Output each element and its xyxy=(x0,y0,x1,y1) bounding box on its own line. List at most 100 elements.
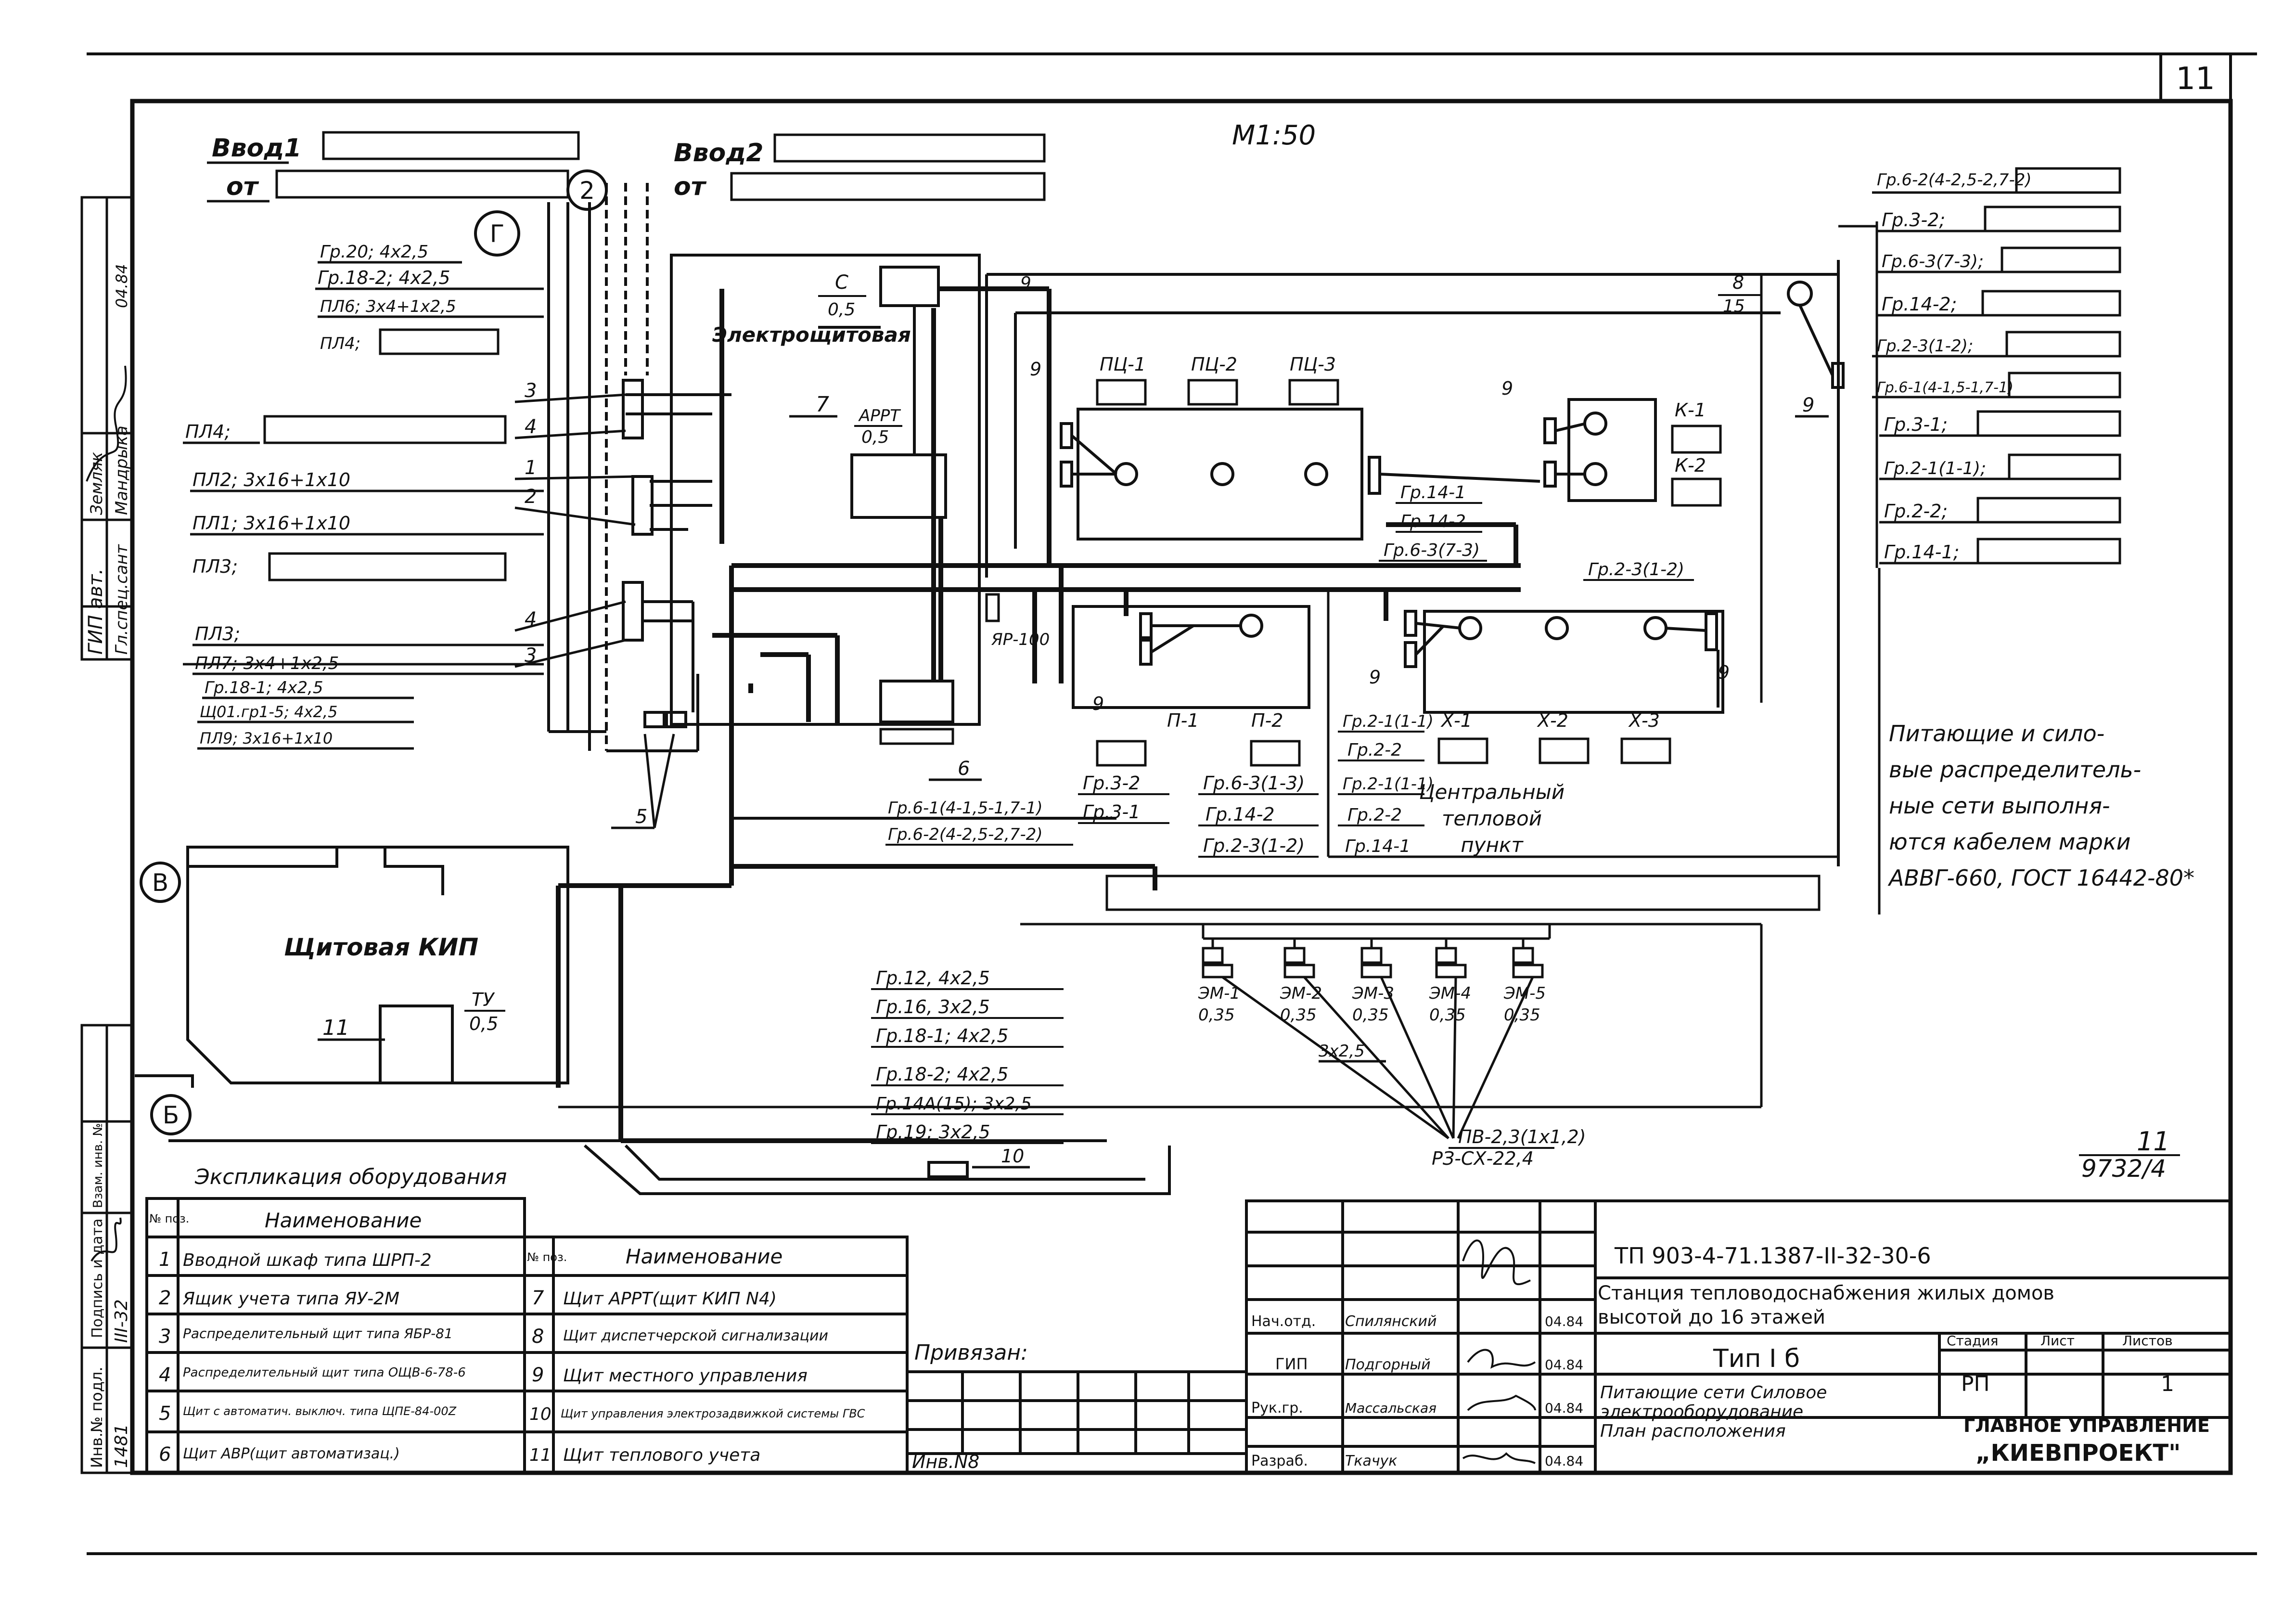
side-inv-podl: Инв.№ подл. xyxy=(88,1366,106,1468)
electro-room xyxy=(670,254,1000,745)
exp-colpos-r: № поз. xyxy=(527,1250,567,1264)
left-group-8: ПЛ3; xyxy=(195,623,240,644)
axis-v: В xyxy=(152,869,168,897)
label-8-top: 8 xyxy=(1732,272,1744,293)
right-group-4: Гр.2-3(1-2); xyxy=(1877,336,1973,356)
left-group-6: ПЛ1; 3х16+1х10 xyxy=(192,513,350,534)
stamp-role-1: ГИП xyxy=(1275,1355,1308,1373)
stamp-stage: РП xyxy=(1961,1372,1990,1396)
gr3-2: Гр.3-2 xyxy=(1083,773,1140,794)
title-block xyxy=(907,1199,2232,1474)
num-10: 10 xyxy=(1001,1146,1024,1167)
right-group-0: Гр.6-2(4-2,5-2,7-2) xyxy=(1877,170,2032,190)
label-p1: П-1 xyxy=(1167,710,1199,731)
side-glspec: Гл.спец.сант xyxy=(112,544,131,655)
upper-equipment-room xyxy=(558,273,1840,1108)
num-2: 2 xyxy=(525,486,537,508)
gr14-2a: Гр.14-2 xyxy=(1400,512,1466,531)
exp-l4-name: Щит с автоматич. выключ. типа ЩПЕ-84-00Z xyxy=(183,1404,457,1418)
right-group-5: Гр.6-1(4-1,5-1,7-1) xyxy=(1877,379,2014,396)
note: Питающие и сило- вые распределитель- ные… xyxy=(1887,721,2194,891)
inner-group-labels: Гр.14-1 Гр.14-2 Гр.6-3(7-3) Гр.2-3(1-2) … xyxy=(888,483,1684,856)
label-8-bottom: 15 xyxy=(1723,296,1745,316)
exp-l2-name: Распределительный щит типа ЯБР-81 xyxy=(183,1326,453,1341)
label-x2: Х-2 xyxy=(1537,710,1568,731)
left-group-10: Гр.18-1; 4х2,5 xyxy=(205,678,323,697)
cable-3x25: 3х2,5 xyxy=(1319,1042,1365,1061)
ty-top: ТУ xyxy=(472,989,495,1010)
stamp-name-2: Массальская xyxy=(1345,1400,1437,1416)
kip-room xyxy=(135,846,1107,1142)
left-group-12: ПЛ9; 3х16+1х10 xyxy=(200,729,333,747)
c-top: С xyxy=(835,271,848,294)
exp-l4-pos: 5 xyxy=(159,1403,171,1425)
side-stamp xyxy=(80,196,134,1474)
exp-r1-pos: 8 xyxy=(532,1326,544,1348)
axis-b: Б xyxy=(163,1101,179,1129)
exp-l1-pos: 2 xyxy=(159,1287,171,1309)
exp-r2-pos: 9 xyxy=(532,1364,544,1386)
stamp-desc1: Питающие сети Силовое xyxy=(1600,1383,1827,1403)
stamp-org1: ГЛАВНОЕ УПРАВЛЕНИЕ xyxy=(1963,1415,2210,1436)
stamp-name-0: Спилянский xyxy=(1345,1313,1437,1330)
num-3a: 3 xyxy=(525,380,537,402)
exp-r3-name: Щит управления электрозадвижкой системы … xyxy=(561,1407,865,1420)
left-group-3: ПЛ4; xyxy=(320,334,360,353)
exp-colname-r: Наименование xyxy=(626,1245,782,1268)
exp-colpos-l: № поз. xyxy=(149,1212,189,1225)
stamp-date-1: 04.84 xyxy=(1545,1357,1583,1373)
stamp-name-3: Ткачук xyxy=(1345,1453,1397,1469)
side-inv-val: 1481 xyxy=(112,1424,131,1468)
stamp-code: ТП 903-4-71.1387-II-32-30-6 xyxy=(1614,1243,1931,1269)
gr6-3-73: Гр.6-3(7-3) xyxy=(1384,541,1480,560)
left-group-0: Гр.20; 4х2,5 xyxy=(320,242,428,262)
exp-l0-name: Вводной шкаф типа ШРП-2 xyxy=(183,1250,432,1270)
num-9g: 9 xyxy=(1020,273,1031,293)
exp-r2-name: Щит местного управления xyxy=(563,1366,808,1386)
exp-l3-pos: 4 xyxy=(159,1364,171,1386)
em3-val: 0,35 xyxy=(1352,1005,1389,1025)
em5-val: 0,35 xyxy=(1504,1005,1540,1025)
from2-field xyxy=(730,172,1046,201)
label-k2: К-2 xyxy=(1675,455,1706,476)
explication-table xyxy=(145,1197,909,1474)
num-9e: 9 xyxy=(1369,667,1381,688)
equipment-labels: ПЦ-1 ПЦ-2 ПЦ-3 К-1 К-2 П-1 П-2 Х-1 Х-2 Х… xyxy=(1020,272,1814,731)
appt-bottom: 0,5 xyxy=(861,427,889,447)
pv-line1: ПВ-2,3(1х1,2) xyxy=(1458,1126,1586,1147)
num-9d: 9 xyxy=(1092,693,1104,714)
explication-texts: № поз. Наименование № поз. Наименование … xyxy=(149,1209,865,1466)
left-group-7: ПЛ3; xyxy=(192,556,238,577)
note-4: АВВГ-660, ГОСТ 16442-80* xyxy=(1887,865,2194,891)
side-num-val: III-32 xyxy=(112,1299,131,1343)
signatures xyxy=(86,365,1536,1464)
pv-line2: РЗ-СХ-22,4 xyxy=(1432,1148,1534,1169)
num-9c: 9 xyxy=(1802,394,1814,416)
axis-2: 2 xyxy=(579,177,595,205)
stamp-date-0: 04.84 xyxy=(1545,1314,1583,1329)
from1-label: от xyxy=(226,172,259,201)
side-gip: ГИП авт. xyxy=(85,568,107,655)
stamp-date-3: 04.84 xyxy=(1545,1453,1583,1469)
label-pu3: ПЦ-3 xyxy=(1290,354,1336,375)
num-11: 11 xyxy=(322,1016,349,1040)
svg-text:тепловой: тепловой xyxy=(1442,807,1542,830)
side-zemlyak: Земляк xyxy=(87,451,106,515)
em1: ЭМ-1 xyxy=(1198,984,1240,1003)
right-group-1: Гр.3-2; xyxy=(1882,209,1945,231)
side-date: 04.84 xyxy=(113,264,131,308)
gr14-1b: Гр.14-1 xyxy=(1345,837,1411,856)
em1-val: 0,35 xyxy=(1198,1005,1235,1025)
bottom-group-4: Гр.14А(15); 3х2,5 xyxy=(876,1094,1032,1114)
gr2-3-12b: Гр.2-3(1-2) xyxy=(1203,835,1305,856)
em2: ЭМ-2 xyxy=(1280,984,1322,1003)
stamp-type: Тип I б xyxy=(1713,1344,1800,1373)
right-group-labels: Гр.6-2(4-2,5-2,7-2) Гр.3-2; Гр.6-3(7-3);… xyxy=(1877,170,2032,563)
left-group-4: ПЛ4; xyxy=(185,421,231,442)
gr14-1a: Гр.14-1 xyxy=(1400,483,1466,502)
svg-text:Центральный: Центральный xyxy=(1419,780,1565,804)
from2-label: от xyxy=(674,172,707,201)
c-bottom: 0,5 xyxy=(828,300,855,320)
stamp-stage-h: Стадия xyxy=(1947,1333,1998,1349)
